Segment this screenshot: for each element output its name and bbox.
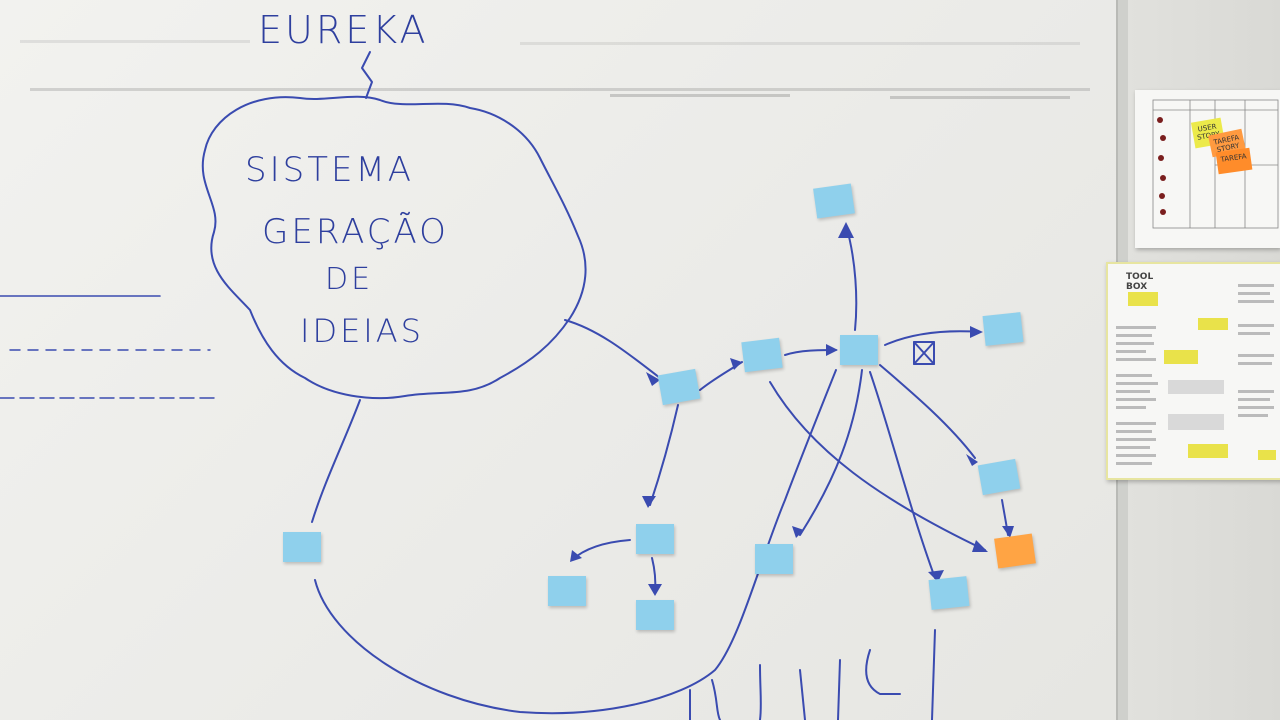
toolbox-logo: TOOL BOX [1126,272,1154,292]
ghost-line [20,40,250,43]
tarefa-tag: TAREFA [1215,147,1253,175]
sticky-note [636,600,674,630]
sticky-note [283,532,321,562]
ghost-line [520,42,1080,45]
sticky-note [928,576,970,610]
toolbox-sheet: TOOL BOX [1106,262,1280,480]
sticky-note-highlight [994,533,1036,569]
cloud-line-1: SISTEMA [245,150,415,190]
sticky-note [548,576,586,606]
cloud-line-4: IDEIAS [300,312,424,350]
cloud-line-3: DE [325,262,374,297]
ghost-line [890,96,1070,99]
ghost-line [30,88,1090,91]
kanban-sheet: USER STORY TAREFA STORY TAREFA [1135,90,1280,248]
sticky-note [741,337,783,373]
ghost-line [610,94,790,97]
sticky-note [755,544,793,574]
sticky-note [840,335,878,365]
cloud-line-2: GERAÇÃO [262,212,449,252]
kanban-grid [1152,99,1279,229]
toolbox-content [1116,284,1276,465]
sticky-note [636,524,674,554]
sticky-note [813,183,855,219]
board-title: EUREKA [258,8,429,52]
sticky-note [982,312,1024,346]
